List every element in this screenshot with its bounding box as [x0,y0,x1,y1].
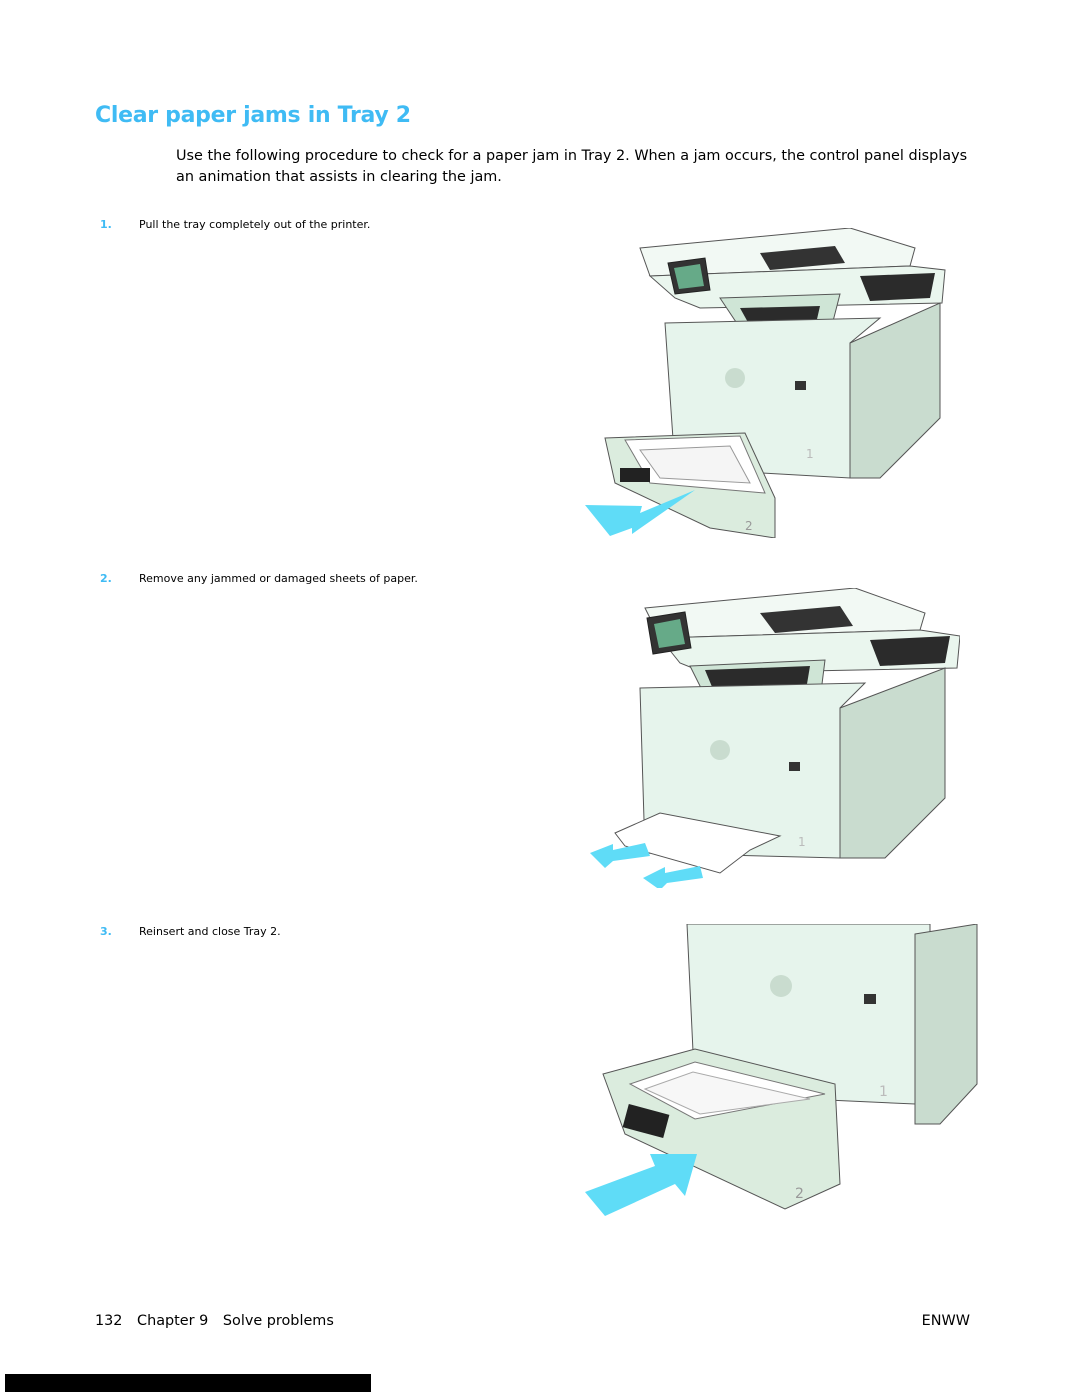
step-text: Pull the tray completely out of the prin… [139,218,371,231]
control-panel-icon [646,611,692,655]
footer-code: ENWW [921,1313,970,1329]
tray-handle [620,468,650,482]
step-number: 2. [100,572,112,585]
hp-logo-icon [770,975,792,997]
pull-out-arrow-icon [585,490,695,536]
tray-1-label: 1 [798,835,806,849]
footer-left: 132 Chapter 9 Solve problems [95,1313,344,1329]
step-text: Reinsert and close Tray 2. [139,925,281,938]
bottom-black-bar [5,1374,371,1392]
pull-arrow-icon [590,843,650,868]
step-text: Remove any jammed or damaged sheets of p… [139,572,418,585]
step-number: 3. [100,925,112,938]
hp-logo-icon [725,368,745,388]
step-number: 1. [100,218,112,231]
control-panel-icon [667,257,711,295]
section-label: Solve problems [222,1313,334,1329]
power-button-icon [789,762,800,771]
tray-1-label: 1 [806,447,814,461]
jammed-paper [614,812,782,874]
remove-jammed-paper-illustration: 1 [590,588,960,888]
page-title: Clear paper jams in Tray 2 [95,103,411,128]
tray-1-label: 1 [879,1084,888,1100]
power-button-icon [795,381,806,390]
printer-tray-pulled-out-illustration: 1 2 [585,228,946,538]
hp-logo-icon [710,740,730,760]
tray-handle [622,1103,670,1139]
reinsert-tray-illustration: 1 2 [585,924,978,1216]
tray-2-label: 2 [745,519,753,533]
intro-paragraph: Use the following procedure to check for… [176,148,968,185]
power-button-icon [864,994,876,1004]
tray-2-label: 2 [795,1186,804,1202]
page-number: 132 [95,1313,123,1329]
pull-arrow-icon [643,866,703,888]
chapter-label: Chapter 9 [137,1313,209,1329]
push-in-arrow-icon [585,1154,697,1216]
